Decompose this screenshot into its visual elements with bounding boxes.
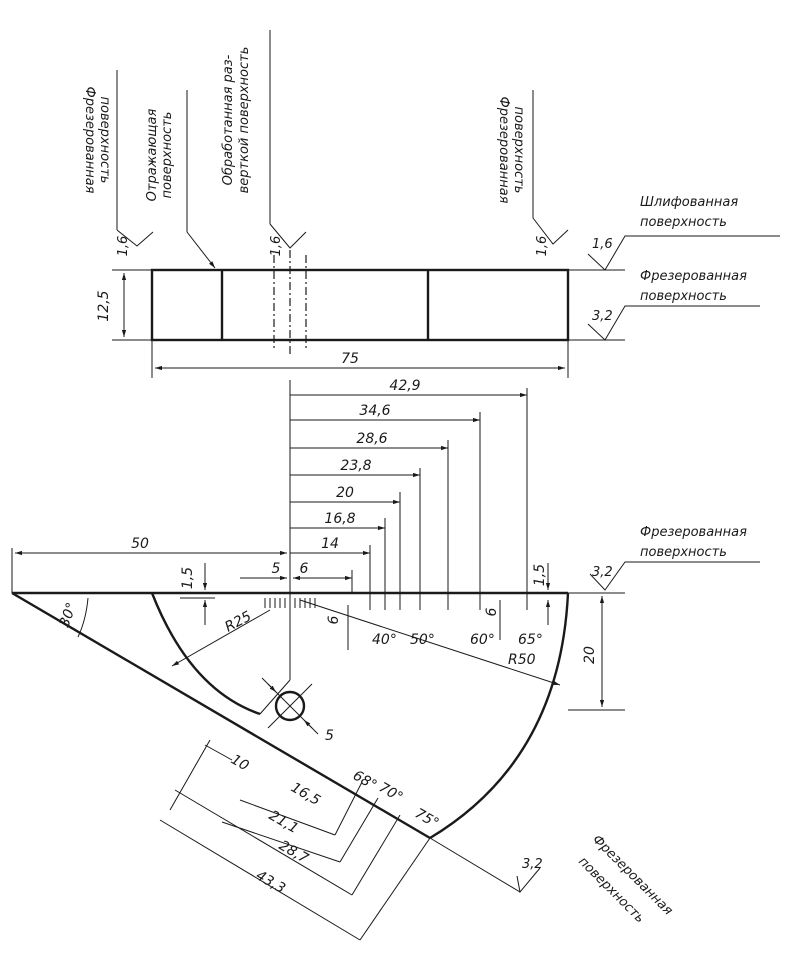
label-reflecting-2: поверхность [160, 112, 175, 199]
label-milled-left-1: Фрезерованная [82, 87, 97, 194]
hole-circle [274, 690, 306, 722]
label-ground-2: поверхность [640, 215, 727, 230]
label-reamed-1: Обработанная раз- [221, 54, 236, 185]
roughness-bottom: 3,2 [522, 857, 543, 872]
angle-30: 30° [57, 601, 81, 630]
label-milled-left-2: поверхность [97, 97, 112, 184]
plate-sloped-edge [11, 591, 431, 840]
dim-28-6: 28,6 [356, 431, 387, 447]
top-view: 12,5 75 1,6 Фрезерованная поверхность От… [82, 30, 780, 378]
roughness-ground: 1,6 [592, 237, 613, 252]
label-milled-front-2: поверхность [640, 545, 727, 560]
roughness-front-right: 3,2 [592, 565, 613, 580]
plate-arc-edge-right [429, 592, 570, 840]
label-milled-right-1: Фрезерованная [496, 97, 511, 204]
label-milled-front-1: Фрезерованная [640, 525, 747, 540]
angle-70: 70° [376, 780, 406, 806]
angle-40: 40° [372, 632, 397, 648]
dim-50: 50 [131, 536, 149, 552]
dim-23-8: 23,8 [340, 458, 371, 474]
dim-6-vertical: 6 [326, 615, 342, 624]
dim-34-6: 34,6 [359, 403, 390, 419]
dim-6-right: 6 [484, 607, 500, 616]
dim-16-8: 16,8 [324, 511, 355, 527]
dim-thickness: 12,5 [96, 290, 112, 321]
dim-10: 10 [228, 752, 252, 775]
dim-1-5-left: 1,5 [180, 567, 196, 589]
dim-42-9: 42,9 [389, 378, 420, 394]
label-reflecting-1: Отражающая [145, 108, 160, 201]
roughness-left: 1,6 [116, 236, 131, 257]
roughness-reamed: 1,6 [269, 236, 284, 257]
label-milled-top-1: Фрезерованная [640, 269, 747, 284]
plate-edge-outline [150, 268, 570, 342]
dim-20-height: 20 [582, 646, 598, 664]
radius-50: R50 [508, 652, 536, 668]
label-milled-top-2: поверхность [640, 289, 727, 304]
roughness-right: 1,6 [535, 236, 550, 257]
radius-25: R25 [222, 608, 254, 635]
dim-length: 75 [341, 351, 359, 367]
angle-65: 65° [518, 632, 543, 648]
label-milled-right-2: поверхность [511, 107, 526, 194]
dim-20: 20 [336, 485, 354, 501]
dim-21-1: 21,1 [266, 808, 301, 837]
plate-arc-edge [150, 592, 261, 716]
dim-6: 6 [300, 561, 309, 577]
dim-1-5-right: 1,5 [532, 564, 548, 586]
dim-5: 5 [272, 561, 281, 577]
angle-68: 68° [350, 768, 380, 794]
angle-75: 75° [412, 806, 442, 832]
label-milled-bottom-2: поверхность [575, 854, 647, 926]
dim-28-7: 28,7 [276, 838, 311, 867]
dim-16-5: 16,5 [288, 780, 323, 809]
dim-43-3: 43,3 [253, 868, 288, 897]
dim-14: 14 [321, 536, 339, 552]
hole-diameter: 5 [325, 728, 334, 744]
front-view: 50 42,9 34,6 28,6 23,8 20 16,8 14 5 6 [11, 378, 760, 941]
roughness-top-bottom: 3,2 [592, 309, 613, 324]
label-ground-1: Шлифованная [640, 195, 738, 210]
angle-60: 60° [470, 632, 495, 648]
label-reamed-2: верткой поверхность [237, 47, 252, 194]
